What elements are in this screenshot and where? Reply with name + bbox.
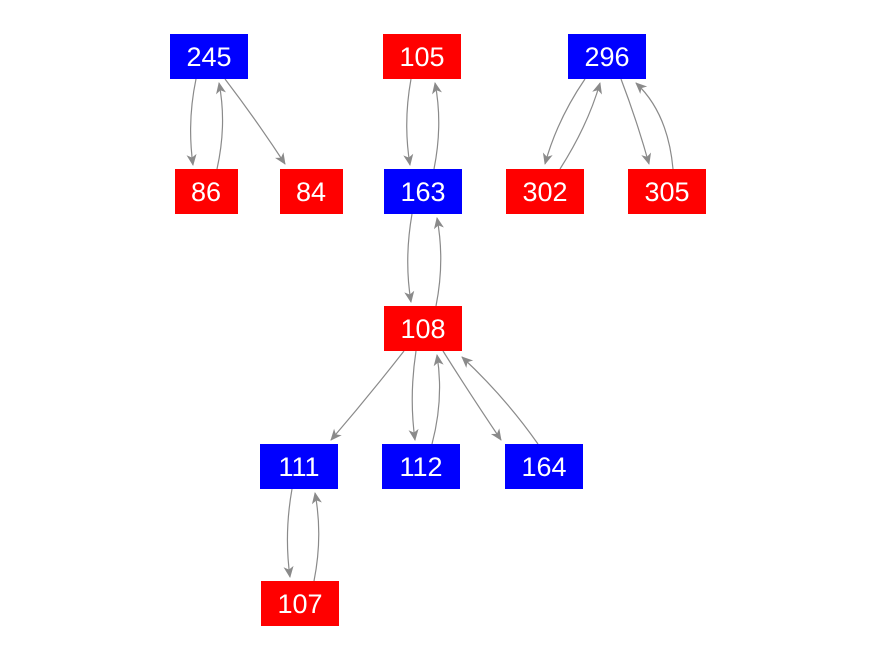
edge-112-to-108 bbox=[431, 354, 444, 445]
graph-node-164[interactable]: 164 bbox=[505, 444, 583, 489]
graph-node-245[interactable]: 245 bbox=[170, 34, 248, 79]
edge-108-to-112 bbox=[408, 350, 419, 441]
node-label-302: 302 bbox=[522, 177, 567, 207]
graph-node-296[interactable]: 296 bbox=[568, 34, 646, 79]
node-label-107: 107 bbox=[277, 589, 322, 619]
node-label-112: 112 bbox=[399, 452, 442, 482]
node-label-245: 245 bbox=[186, 42, 231, 72]
node-label-163: 163 bbox=[400, 177, 445, 207]
edge-305-to-296 bbox=[635, 82, 674, 170]
node-label-108: 108 bbox=[400, 314, 445, 344]
edge-108-to-111 bbox=[330, 350, 405, 441]
edge-245-to-84 bbox=[224, 78, 286, 165]
node-label-305: 305 bbox=[644, 177, 689, 207]
node-label-86: 86 bbox=[191, 177, 221, 207]
node-box-105[interactable] bbox=[383, 34, 461, 79]
node-layer: 245 105 296 86 84 163 bbox=[170, 34, 706, 626]
node-label-105: 105 bbox=[399, 42, 444, 72]
edge-164-to-108 bbox=[461, 356, 539, 445]
node-box-86[interactable] bbox=[175, 169, 238, 214]
graph-node-163[interactable]: 163 bbox=[384, 169, 462, 214]
edge-111-to-107 bbox=[283, 488, 294, 578]
node-box-305[interactable] bbox=[628, 169, 706, 214]
graph-node-107[interactable]: 107 bbox=[261, 581, 339, 626]
edge-163-to-105 bbox=[432, 82, 442, 170]
graph-node-86[interactable]: 86 bbox=[175, 169, 238, 214]
node-label-111: 111 bbox=[278, 452, 319, 482]
graph-node-105[interactable]: 105 bbox=[383, 34, 461, 79]
graph-node-302[interactable]: 302 bbox=[506, 169, 584, 214]
graph-node-84[interactable]: 84 bbox=[280, 169, 343, 214]
node-box-84[interactable] bbox=[280, 169, 343, 214]
edge-296-to-302 bbox=[542, 78, 586, 165]
node-box-108[interactable] bbox=[384, 306, 462, 351]
node-box-164[interactable] bbox=[505, 444, 583, 489]
node-box-302[interactable] bbox=[506, 169, 584, 214]
edge-302-to-296 bbox=[559, 82, 602, 170]
edge-163-to-108 bbox=[404, 213, 415, 303]
edge-105-to-163 bbox=[403, 78, 414, 166]
graph-node-111[interactable]: 111 bbox=[260, 444, 338, 489]
edge-107-to-111 bbox=[311, 492, 322, 582]
edge-layer bbox=[186, 78, 674, 582]
node-box-296[interactable] bbox=[568, 34, 646, 79]
edge-245-to-86 bbox=[186, 78, 197, 166]
graph-node-112[interactable]: 112 bbox=[382, 444, 460, 489]
node-label-296: 296 bbox=[584, 42, 629, 72]
graph-node-108[interactable]: 108 bbox=[384, 306, 462, 351]
edge-108-to-164 bbox=[442, 350, 502, 441]
node-box-163[interactable] bbox=[384, 169, 462, 214]
node-label-84: 84 bbox=[296, 177, 326, 207]
node-box-245[interactable] bbox=[170, 34, 248, 79]
edge-86-to-245 bbox=[216, 82, 226, 170]
edge-108-to-163 bbox=[433, 217, 444, 307]
node-box-111[interactable] bbox=[260, 444, 338, 489]
graph-node-305[interactable]: 305 bbox=[628, 169, 706, 214]
node-box-112[interactable] bbox=[382, 444, 460, 489]
edge-296-to-305 bbox=[620, 78, 652, 165]
node-label-164: 164 bbox=[521, 452, 566, 482]
node-box-107[interactable] bbox=[261, 581, 339, 626]
